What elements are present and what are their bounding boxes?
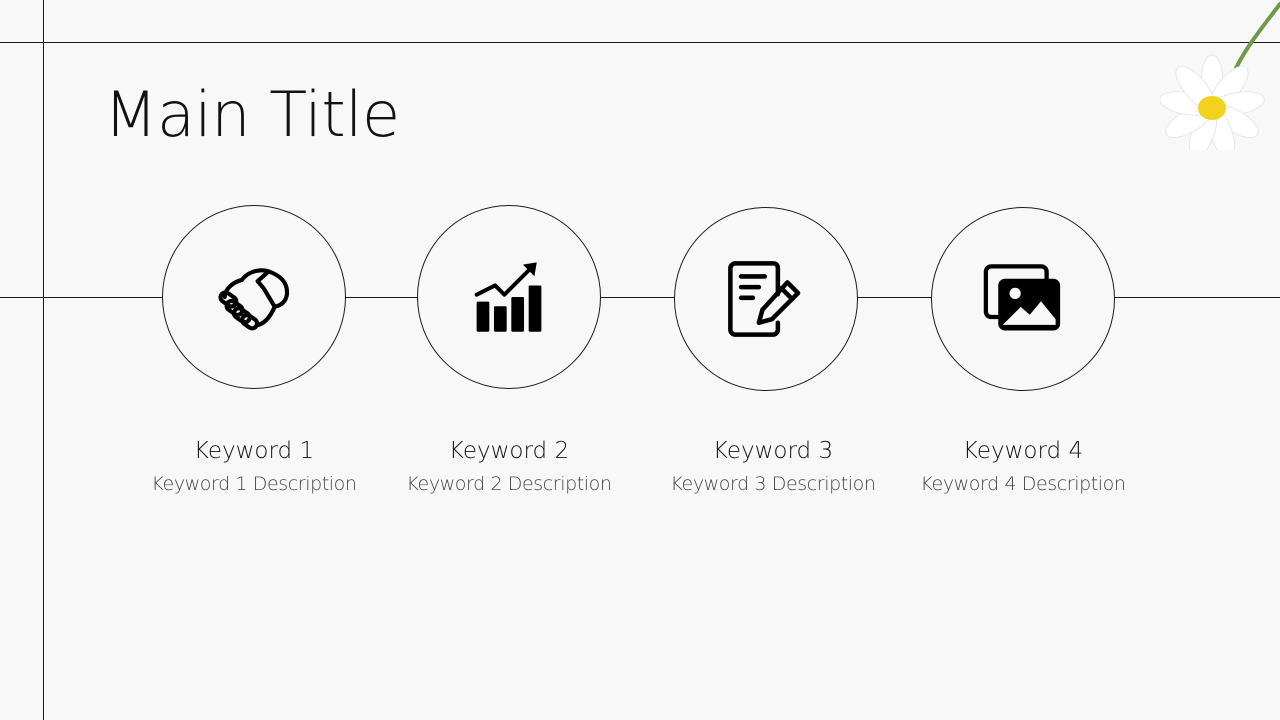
- keyword-4-title: Keyword 4: [962, 438, 1084, 464]
- document-edit-icon: [728, 261, 801, 337]
- handshake-icon: [218, 268, 289, 331]
- keyword-3-description: Keyword 3 Description: [670, 473, 876, 495]
- main-title: Main Title: [104, 78, 400, 151]
- keyword-4-block: Keyword 4 Keyword 4 Description: [893, 437, 1153, 496]
- keyword-1-block: Keyword 1 Keyword 1 Description: [124, 437, 384, 496]
- keyword-1-description: Keyword 1 Description: [151, 473, 357, 495]
- daisy-flower-icon: [1160, 2, 1280, 150]
- keyword-3-title: Keyword 3: [712, 438, 834, 464]
- timeline-connector-line: [0, 297, 1280, 298]
- keyword-3-block: Keyword 3 Keyword 3 Description: [643, 437, 903, 496]
- top-guide-line: [0, 42, 1280, 43]
- vertical-guide-line: [43, 0, 44, 720]
- keyword-2-title: Keyword 2: [448, 438, 570, 464]
- keyword-2-description: Keyword 2 Description: [406, 473, 612, 495]
- keyword-2-circle: [417, 205, 601, 389]
- keyword-1-circle: [162, 205, 346, 389]
- image-gallery-icon: [983, 264, 1061, 331]
- keyword-3-circle: [674, 207, 858, 391]
- keyword-4-description: Keyword 4 Description: [920, 473, 1126, 495]
- keyword-1-title: Keyword 1: [193, 438, 315, 464]
- growth-chart-icon: [474, 262, 542, 332]
- keyword-2-block: Keyword 2 Keyword 2 Description: [379, 437, 639, 496]
- keyword-4-circle: [931, 207, 1115, 391]
